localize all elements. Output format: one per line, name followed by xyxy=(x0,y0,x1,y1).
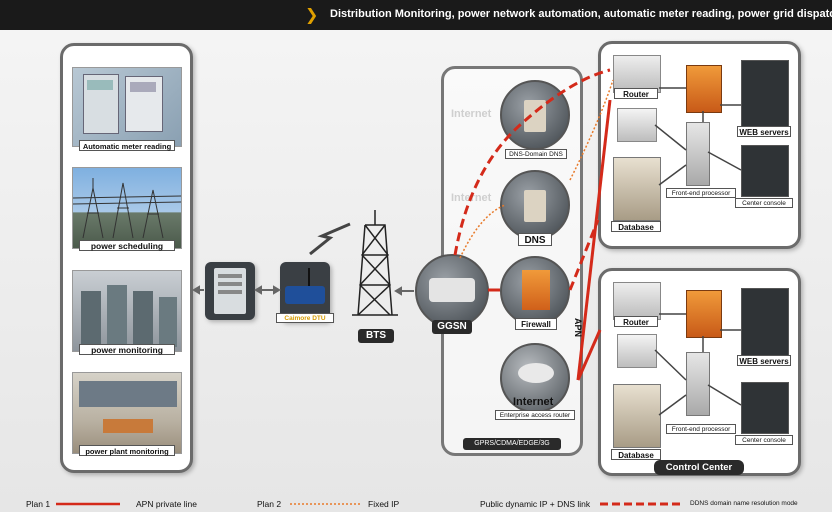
lightning-signal-icon xyxy=(309,222,351,256)
firewall-bottom xyxy=(686,290,722,338)
legend-plan3: Public dynamic IP + DNS link xyxy=(480,499,591,509)
control-center-title: Control Center xyxy=(654,460,744,475)
terminal-device xyxy=(205,262,255,320)
header-title: Distribution Monitoring, power network a… xyxy=(330,8,832,20)
legend-plan1-desc: APN private line xyxy=(136,499,197,509)
transformer-photo xyxy=(72,270,182,352)
plan3-link-ddns xyxy=(453,68,611,256)
control-room-photo xyxy=(72,372,182,454)
caption-web-top: WEB servers xyxy=(737,126,791,137)
cloud-label: GPRS/CDMA/EDGE/3G xyxy=(463,438,561,450)
internal-lines-bottom xyxy=(654,313,742,416)
caption-ddns: DNS-Domain DNS xyxy=(505,149,567,159)
caption-power-monitoring: power monitoring xyxy=(79,344,175,355)
caption-enterprise-router: Enterprise access router xyxy=(495,410,575,420)
database-top xyxy=(613,157,661,221)
legend-plan3-desc: DDNS domain name resolution mode xyxy=(690,500,798,507)
frontend-top xyxy=(686,122,710,186)
ddns-server-node xyxy=(500,80,570,150)
caption-web-bottom: WEB servers xyxy=(737,355,791,366)
plan2-link-fixed-ip xyxy=(459,204,506,259)
caption-frontend-bottom: Front-end processor xyxy=(666,424,736,434)
caption-meter-reading: Automatic meter reading xyxy=(79,140,175,151)
legend-plan1: Plan 1 xyxy=(26,499,51,509)
console-bottom xyxy=(741,382,789,434)
caption-frontend-top: Front-end processor xyxy=(666,188,736,198)
internet-router-label: Internet xyxy=(513,396,554,408)
meter-photo xyxy=(72,67,182,147)
printer-bottom xyxy=(617,334,657,368)
router-bottom xyxy=(613,282,661,320)
caption-router-bottom: Router xyxy=(614,316,658,327)
router-top xyxy=(613,55,661,93)
internal-lines-top xyxy=(654,87,742,186)
caption-console-bottom: Center console xyxy=(735,435,793,445)
printer-top xyxy=(617,108,657,142)
caption-router-top: Router xyxy=(614,88,658,99)
caption-database-top: Database xyxy=(611,221,661,232)
firewall-node xyxy=(500,256,570,326)
plan1-links xyxy=(488,99,612,381)
database-bottom xyxy=(613,384,661,448)
firewall-top xyxy=(686,65,722,113)
plan2-link-router xyxy=(569,79,614,181)
bts-label: BTS xyxy=(358,329,394,343)
caption-power-scheduling: power scheduling xyxy=(79,240,175,251)
ggsn-label: GGSN xyxy=(432,320,472,334)
caption-dtu: Caimore DTU xyxy=(276,313,334,323)
caption-dns: DNS xyxy=(518,233,552,246)
frontend-bottom xyxy=(686,352,710,416)
web-server-bottom xyxy=(741,288,789,356)
chevron-right-icon: ❯ xyxy=(305,5,319,24)
link-arrows xyxy=(192,285,414,296)
caption-power-plant-monitoring: power plant monitoring xyxy=(79,445,175,456)
substation-towers xyxy=(73,178,181,239)
header-bar: ❯ Distribution Monitoring, power network… xyxy=(0,0,832,30)
dtu-device xyxy=(280,262,330,322)
caption-database-bottom: Database xyxy=(611,449,661,460)
legend-plan2: Plan 2 xyxy=(257,499,282,509)
caption-console-top: Center console xyxy=(735,198,793,208)
console-top xyxy=(741,145,789,197)
web-server-top xyxy=(741,60,789,128)
bts-tower-icon xyxy=(352,210,398,316)
internet-label-top: Internet xyxy=(451,108,492,120)
caption-firewall: Firewall xyxy=(515,318,557,330)
legend-plan2-desc: Fixed IP xyxy=(368,499,400,509)
